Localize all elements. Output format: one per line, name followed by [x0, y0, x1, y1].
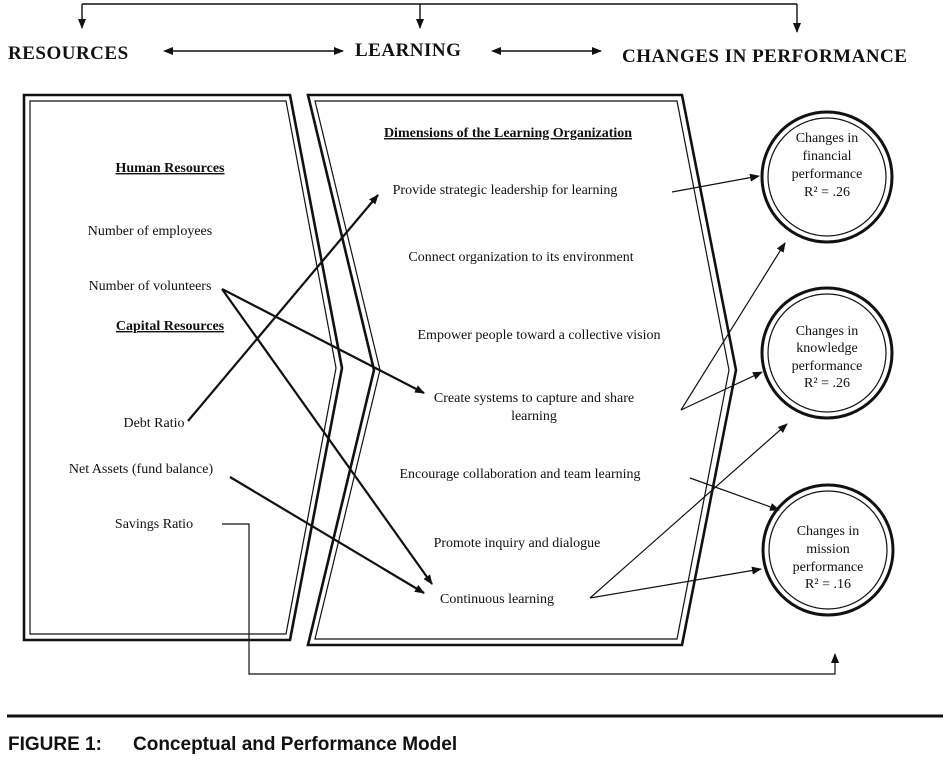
- outcome-financial-line3: performance: [792, 167, 863, 182]
- arrow-continuous-to-mission: [589, 566, 762, 599]
- dimension-connect-environment: Connect organization to its environment: [408, 250, 633, 265]
- arrow-strategic-to-financial: [671, 173, 760, 193]
- dimension-create-systems-cont: learning: [511, 409, 557, 424]
- outcome-knowledge-line3: performance: [792, 359, 863, 374]
- learning-dimensions-title: Dimensions of the Learning Organization: [384, 126, 632, 141]
- dimension-strategic-leadership: Provide strategic leadership for learnin…: [393, 183, 618, 198]
- resource-number-of-volunteers: Number of volunteers: [89, 279, 212, 294]
- outcome-mission-line1: Changes in: [797, 524, 860, 539]
- outcome-mission-r2: R² = .16: [805, 577, 851, 592]
- learning-to-outcome-arrows: [222, 173, 839, 675]
- human-resources-title: Human Resources: [115, 161, 225, 176]
- arrow-savings-to-mission: [222, 523, 839, 675]
- capital-resources-title: Capital Resources: [116, 319, 225, 334]
- arrow-systems-to-knowledge: [680, 371, 763, 411]
- arrow-netassets-to-continuous: [229, 476, 425, 594]
- arrow-volunteers-to-continuous: [221, 288, 433, 585]
- outcome-financial-line2: financial: [803, 149, 852, 164]
- arrow-debt-to-strategic: [187, 194, 379, 422]
- top-connector: [78, 3, 801, 33]
- header-learning: LEARNING: [355, 40, 461, 61]
- dimension-encourage-collaboration: Encourage collaboration and team learnin…: [399, 467, 640, 482]
- resource-savings-ratio: Savings Ratio: [115, 517, 193, 532]
- outcome-mission-line2: mission: [806, 542, 850, 557]
- figure-title: Conceptual and Performance Model: [133, 734, 457, 755]
- outcome-financial-line1: Changes in: [796, 131, 859, 146]
- outcome-knowledge-line1: Changes in: [796, 324, 859, 339]
- outcome-financial: Changes in financial performance R² = .2…: [760, 110, 894, 244]
- header-changes: CHANGES IN PERFORMANCE: [622, 46, 907, 67]
- outcome-mission-line3: performance: [793, 560, 864, 575]
- dimension-create-systems: Create systems to capture and share: [434, 391, 634, 406]
- dimension-continuous-learning: Continuous learning: [440, 592, 554, 607]
- resource-debt-ratio: Debt Ratio: [123, 416, 184, 431]
- resource-to-learning-arrows: [187, 194, 433, 594]
- arrow-continuous-to-knowledge: [589, 423, 788, 599]
- dimension-empower-people: Empower people toward a collective visio…: [418, 328, 661, 343]
- header-resources: RESOURCES: [8, 43, 129, 64]
- outcome-knowledge-r2: R² = .26: [804, 376, 850, 391]
- outcome-mission: Changes in mission performance R² = .16: [761, 483, 895, 617]
- resource-net-assets: Net Assets (fund balance): [69, 462, 214, 477]
- resources-panel: [22, 93, 344, 642]
- resource-number-of-employees: Number of employees: [88, 224, 212, 239]
- outcome-financial-r2: R² = .26: [804, 185, 850, 200]
- dimension-promote-inquiry: Promote inquiry and dialogue: [434, 536, 601, 551]
- arrow-volunteers-to-systems: [221, 288, 425, 394]
- outcome-knowledge-line2: knowledge: [796, 341, 857, 356]
- arrow-systems-to-financial: [680, 242, 786, 411]
- arrow-collaboration-to-mission: [689, 477, 780, 511]
- outcome-knowledge: Changes in knowledge performance R² = .2…: [760, 286, 894, 420]
- figure-label: FIGURE 1:: [8, 734, 102, 755]
